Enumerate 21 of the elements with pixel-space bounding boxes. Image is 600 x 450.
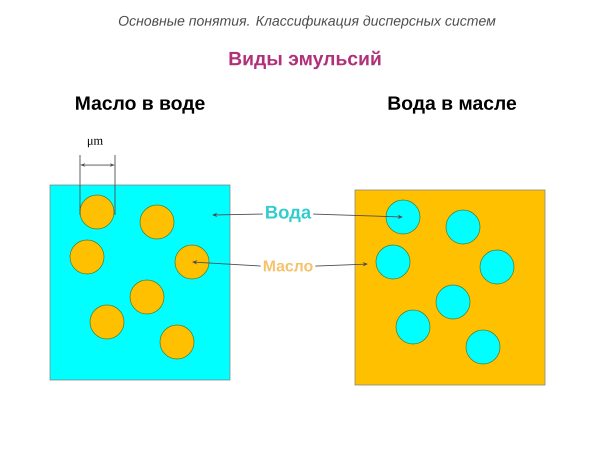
droplet-circle <box>466 330 500 364</box>
droplet-circle <box>130 280 164 314</box>
droplet-circle <box>174 244 210 280</box>
title: Основные понятия. Классификация дисперсных систем <box>118 15 496 29</box>
droplet-circle <box>396 310 430 344</box>
droplet-circle <box>386 200 420 234</box>
droplet-circle <box>70 240 104 274</box>
phase-label: Масло <box>264 260 313 272</box>
droplet-circle <box>160 324 194 360</box>
phase-label: Вода <box>266 206 312 222</box>
droplet-circle <box>446 210 480 244</box>
subtitle: Виды эмульсий <box>229 50 380 70</box>
droplet-circle <box>436 284 470 320</box>
dimension-label: μm <box>88 138 103 148</box>
box-heading: Вода в масле <box>388 96 516 114</box>
droplet-circle <box>80 194 114 230</box>
box-heading: Масло в воде <box>76 96 205 114</box>
droplet-circle <box>140 204 174 240</box>
droplet-circle <box>480 250 514 284</box>
droplet-circle <box>90 304 124 340</box>
droplet-circle <box>376 244 410 280</box>
